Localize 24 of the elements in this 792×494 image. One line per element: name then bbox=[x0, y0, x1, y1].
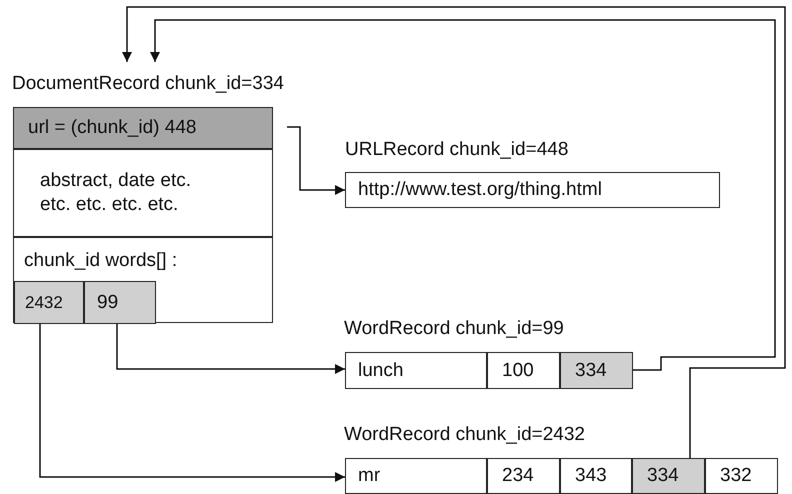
record-field: 234 bbox=[487, 458, 560, 494]
arrow bbox=[122, 6, 786, 458]
record-field: url = (chunk_id) 448 bbox=[13, 107, 273, 149]
record-title: DocumentRecord chunk_id=334 bbox=[12, 73, 284, 95]
record-field: 2432 bbox=[14, 281, 84, 324]
url-value: http://www.test.org/thing.html bbox=[358, 179, 602, 201]
record-field: 334 bbox=[560, 352, 633, 389]
record-title: URLRecord chunk_id=448 bbox=[345, 139, 568, 161]
record-field: 100 bbox=[487, 352, 560, 389]
record-field: 343 bbox=[560, 458, 632, 494]
field-label: chunk_id words[] : bbox=[24, 250, 178, 272]
record-field: 99 bbox=[84, 281, 156, 324]
record-title: WordRecord chunk_id=99 bbox=[344, 318, 564, 340]
record-field: mr bbox=[345, 458, 487, 494]
record-field: abstract, date etc. etc. etc. etc. etc. bbox=[13, 149, 273, 237]
arrow bbox=[150, 19, 776, 371]
arrow bbox=[287, 126, 345, 195]
record-field: 332 bbox=[705, 458, 778, 494]
arrow bbox=[116, 323, 345, 374]
arrow bbox=[39, 323, 345, 482]
record-field bbox=[13, 237, 273, 323]
record-field: lunch bbox=[345, 352, 487, 389]
record-field: 334 bbox=[632, 458, 705, 494]
record-title: WordRecord chunk_id=2432 bbox=[344, 424, 585, 446]
